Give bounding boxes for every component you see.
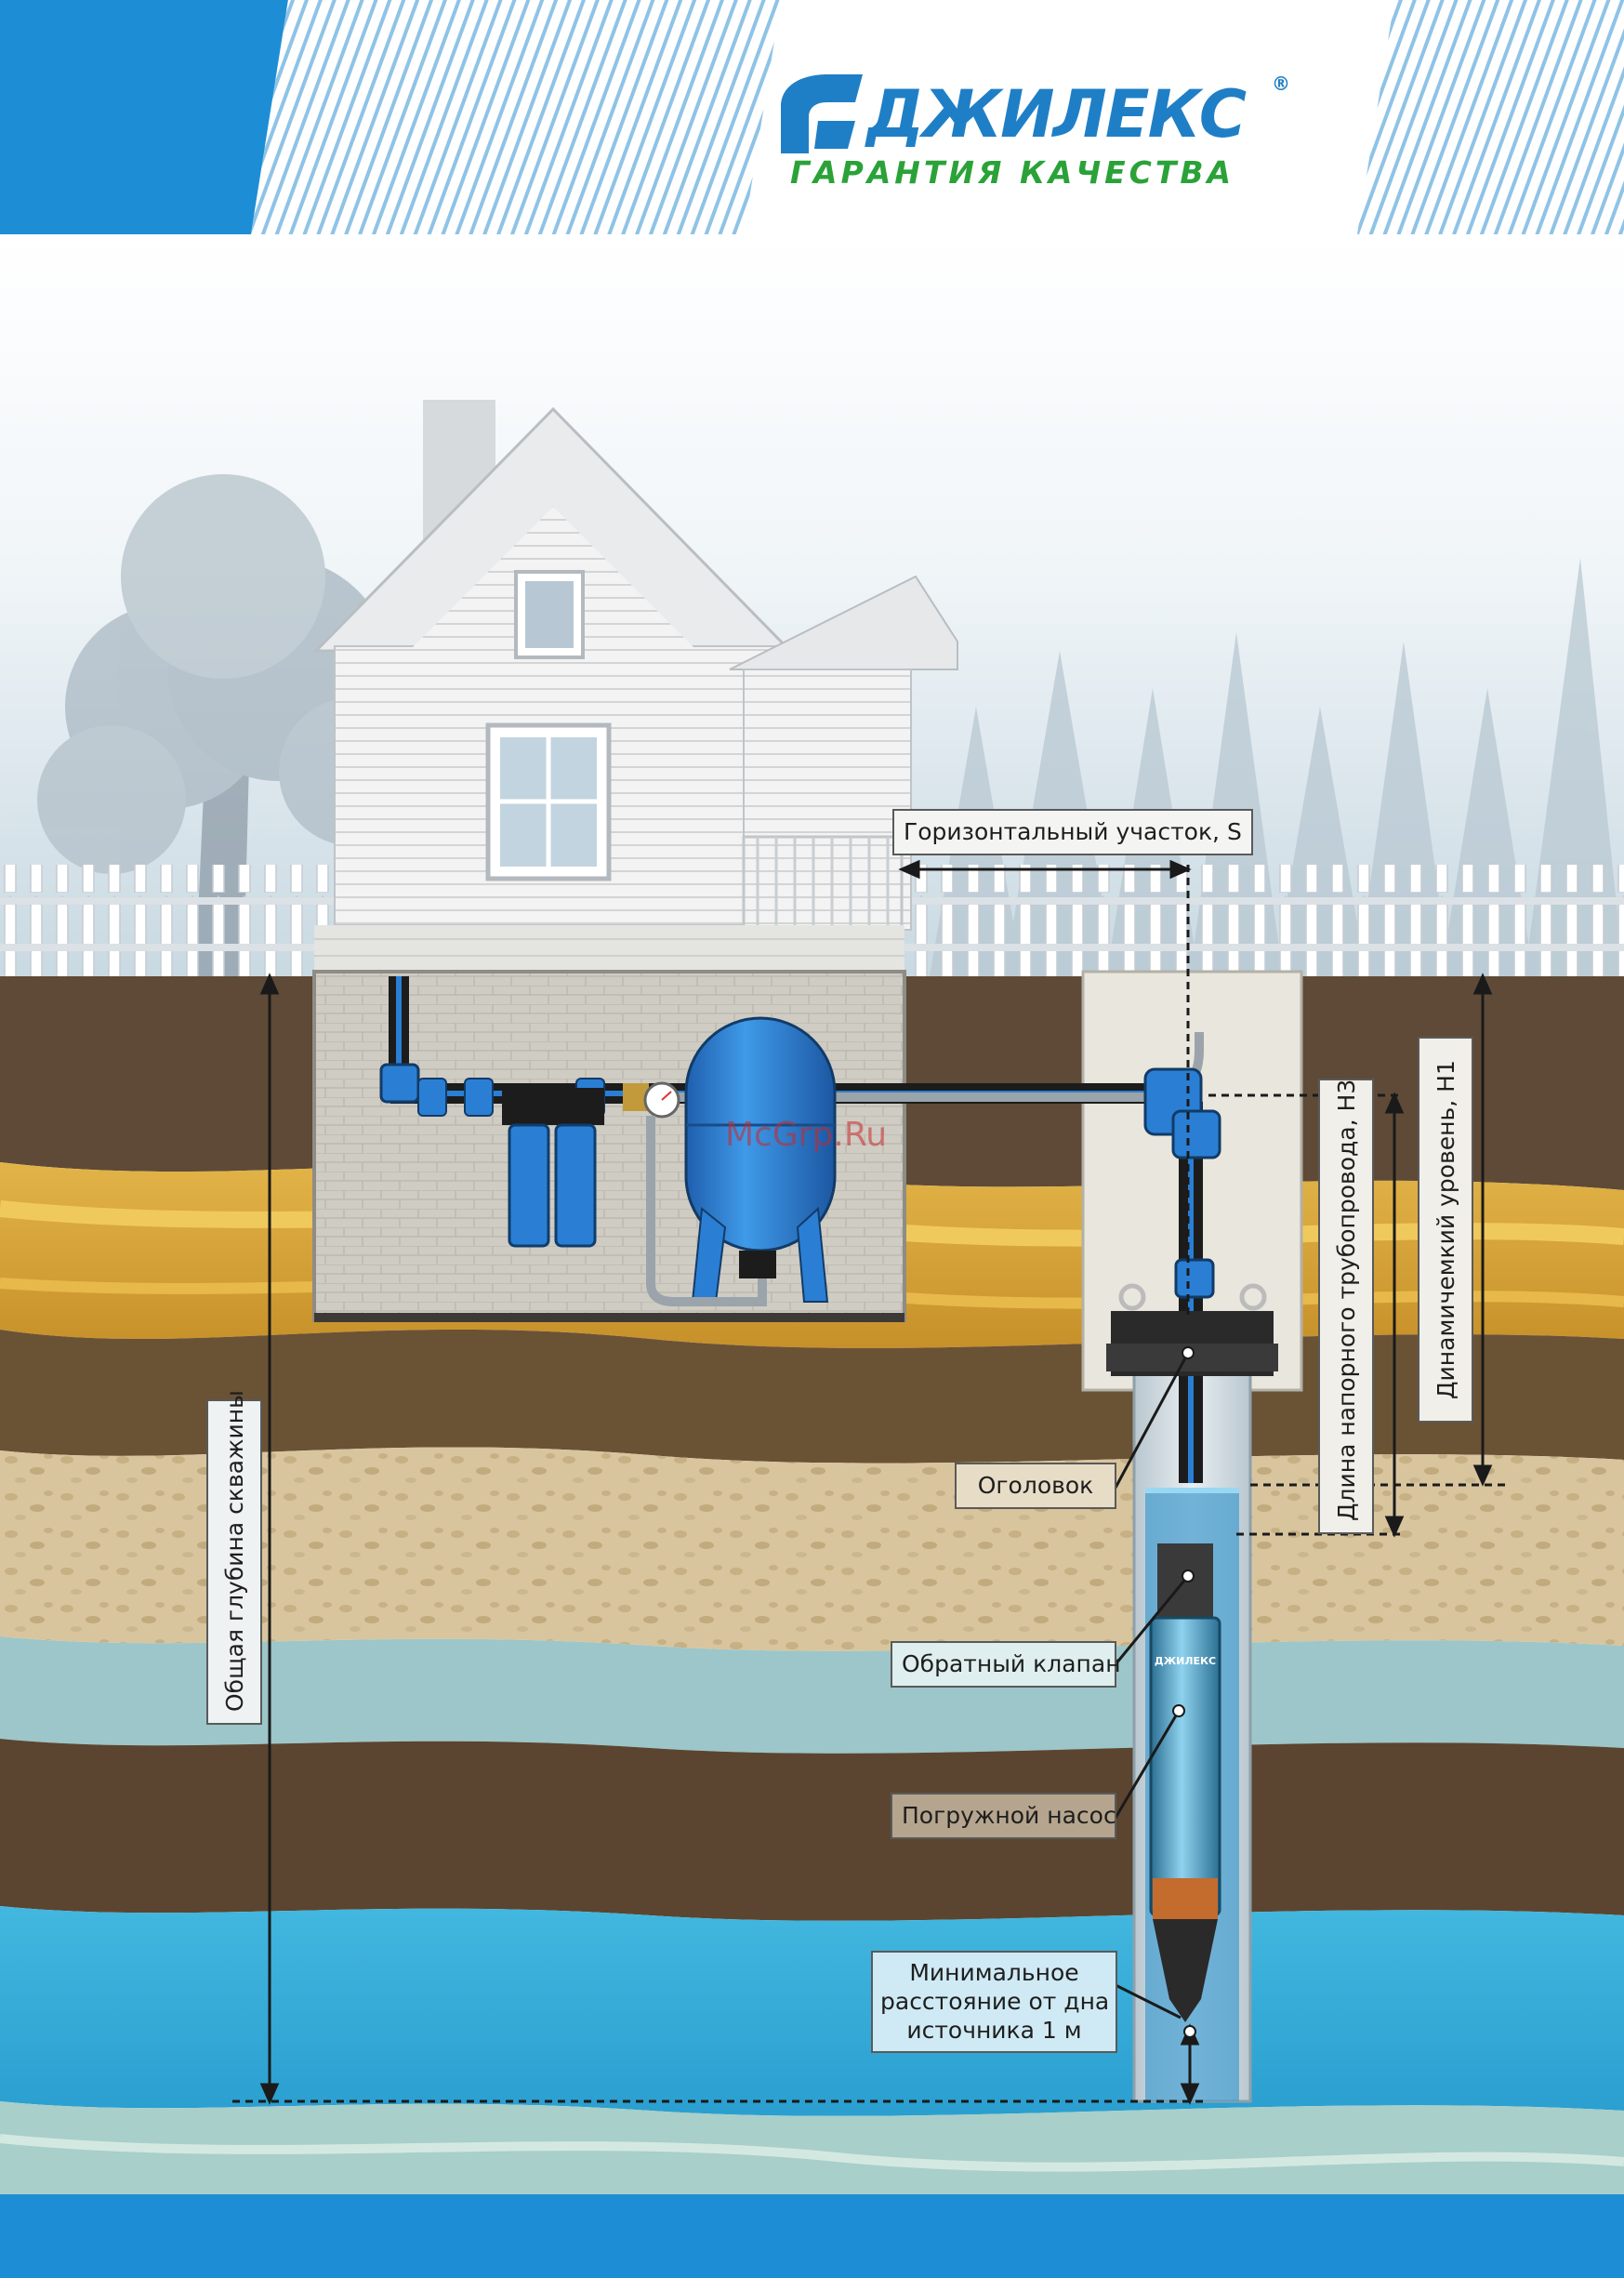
label-check-valve: Обратный клапан xyxy=(891,1641,1116,1688)
brand-logo: ДЖИЛЕКС ® ГАРАНТИЯ КАЧЕСТВА xyxy=(762,65,1283,195)
pump-brand-text: ДЖИЛЕКС xyxy=(1155,1655,1216,1667)
label-min-distance-line1: Минимальное xyxy=(880,1958,1108,1987)
label-horizontal-section: Горизонтальный участок, S xyxy=(892,809,1253,855)
label-min-distance-line3: источника 1 м xyxy=(880,2016,1108,2045)
brand-name: ДЖИЛЕКС xyxy=(866,76,1245,152)
label-dynamic-level: Динамичемкий уровень, Н1 xyxy=(1418,1037,1473,1423)
pressure-gauge xyxy=(645,1083,679,1117)
logo-icon xyxy=(762,65,874,167)
submersible-pump: ДЖИЛЕКС xyxy=(1151,1543,1220,2022)
footer-bar xyxy=(0,2194,1624,2278)
label-total-depth: Общая глубина скважины xyxy=(206,1399,262,1725)
label-pipeline-length: Длина напорного трубопровода, Н3 xyxy=(1318,1079,1374,1534)
watermark: McGrp.Ru xyxy=(725,1116,887,1154)
brand-slogan: ГАРАНТИЯ КАЧЕСТВА xyxy=(790,154,1235,191)
brand-registered-mark: ® xyxy=(1272,73,1290,95)
label-wellhead: Оголовок xyxy=(955,1463,1116,1509)
label-min-distance-line2: расстояние от дна xyxy=(880,1987,1108,2016)
label-min-distance: Минимальное расстояние от дна источника … xyxy=(871,1951,1117,2053)
label-submersible-pump: Погружной насос xyxy=(891,1793,1116,1839)
